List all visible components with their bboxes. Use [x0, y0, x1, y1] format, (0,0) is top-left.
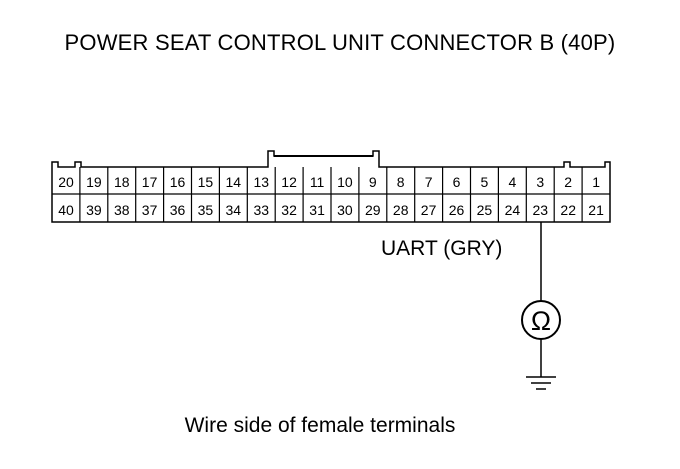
top-pin-7: 7: [425, 174, 433, 190]
top-pin-11: 11: [310, 174, 325, 190]
bottom-pin-38: 38: [114, 202, 130, 218]
top-pin-18: 18: [114, 174, 130, 190]
top-pin-12: 12: [281, 174, 297, 190]
bottom-pin-33: 33: [254, 202, 270, 218]
bottom-pin-30: 30: [337, 202, 353, 218]
top-pin-10: 10: [337, 174, 353, 190]
bottom-pin-row: 40 39 38 37 36 35 34 33 32 31 30 29 28 27 26 25 24 23 22 21: [58, 194, 604, 222]
top-pin-17: 17: [142, 174, 158, 190]
bottom-pin-27: 27: [421, 202, 437, 218]
top-pin-2: 2: [564, 174, 572, 190]
top-pin-16: 16: [170, 174, 186, 190]
diagram-title: POWER SEAT CONTROL UNIT CONNECTOR B (40P…: [64, 30, 616, 55]
top-pin-row: 20 19 18 17 16 15 14 13 12 11 10 9 8 7 6 5 4 3 2 1: [58, 167, 600, 194]
top-pin-6: 6: [453, 174, 461, 190]
bottom-pin-36: 36: [170, 202, 186, 218]
top-pin-15: 15: [198, 174, 214, 190]
top-pin-1: 1: [592, 174, 600, 190]
bottom-pin-34: 34: [226, 202, 242, 218]
ohm-icon: Ω: [531, 306, 551, 336]
bottom-pin-25: 25: [477, 202, 493, 218]
top-pin-5: 5: [481, 174, 489, 190]
top-pin-20: 20: [58, 174, 74, 190]
bottom-pin-32: 32: [281, 202, 297, 218]
bottom-pin-21: 21: [588, 202, 604, 218]
wire-label: UART (GRY): [381, 237, 503, 260]
top-pin-8: 8: [397, 174, 405, 190]
top-pin-9: 9: [369, 174, 377, 190]
bottom-pin-24: 24: [505, 202, 521, 218]
bottom-pin-22: 22: [560, 202, 576, 218]
top-pin-3: 3: [536, 174, 544, 190]
ground-icon: [526, 376, 556, 390]
bottom-pin-26: 26: [449, 202, 465, 218]
top-pin-13: 13: [254, 174, 270, 190]
bottom-pin-23: 23: [533, 202, 549, 218]
top-pin-14: 14: [226, 174, 242, 190]
bottom-pin-39: 39: [86, 202, 102, 218]
diagram-caption: Wire side of female terminals: [184, 414, 456, 437]
top-pin-19: 19: [86, 174, 102, 190]
top-pin-4: 4: [509, 174, 517, 190]
bottom-pin-40: 40: [58, 202, 74, 218]
bottom-pin-28: 28: [393, 202, 409, 218]
bottom-pin-37: 37: [142, 202, 158, 218]
bottom-pin-31: 31: [309, 202, 325, 218]
bottom-pin-35: 35: [198, 202, 214, 218]
bottom-pin-29: 29: [365, 202, 381, 218]
